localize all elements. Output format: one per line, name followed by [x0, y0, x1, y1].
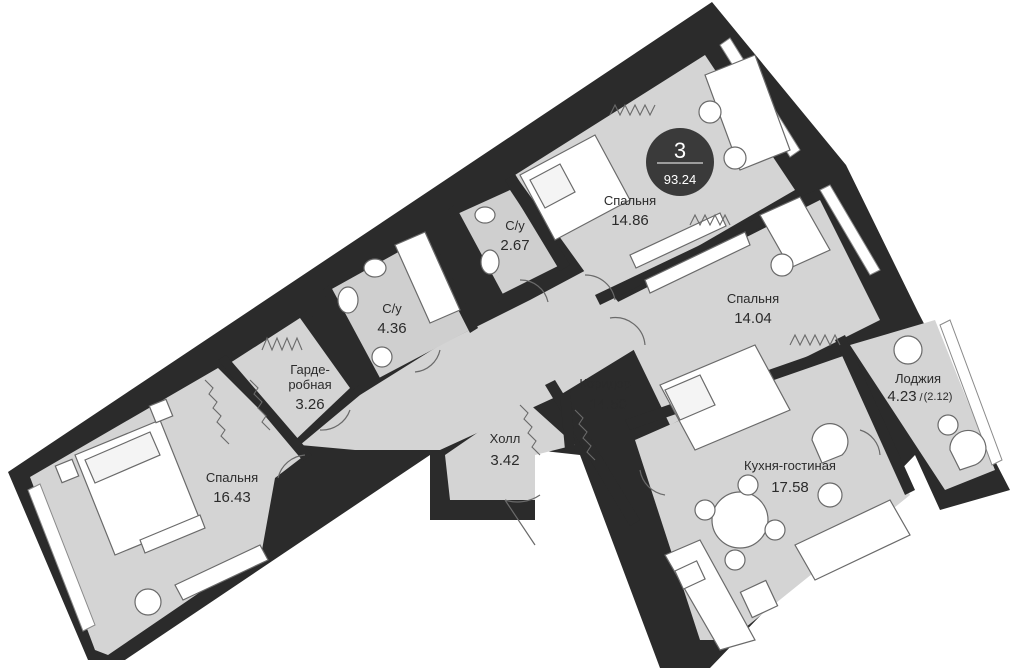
- hanger-rails: [204, 103, 841, 461]
- label-corridor-name: Коридор: [579, 376, 630, 391]
- dining-chair-4: [737, 474, 759, 496]
- label-hall-name: Холл: [490, 431, 521, 446]
- ottoman-left: [134, 588, 162, 616]
- chair-top-2: [723, 146, 747, 170]
- floor-wardrobe: [230, 318, 350, 445]
- label-wardrobe-name-1: Гарде-: [290, 362, 330, 377]
- label-bath-main-area: 4.36: [377, 320, 406, 337]
- badge-circle: [646, 128, 714, 196]
- floor-hall: [445, 400, 575, 500]
- bed-middle: [659, 344, 791, 451]
- shelf-middle: [644, 231, 751, 294]
- desk-middle: [759, 196, 831, 269]
- window-left: [27, 483, 96, 632]
- label-wardrobe-area: 3.26: [295, 396, 324, 413]
- desk-left: [174, 544, 269, 601]
- bed-top: [519, 134, 631, 241]
- label-hall-area: 3.42: [490, 452, 519, 469]
- badge-total-area: 93.24: [664, 172, 697, 187]
- dining-chair-3: [724, 549, 746, 571]
- desk-top: [704, 54, 791, 171]
- apartment-badge: 3 93.24: [646, 128, 714, 196]
- stove: [739, 579, 779, 619]
- dining-chair-1: [694, 499, 716, 521]
- armchair: [811, 423, 849, 464]
- sofa: [794, 499, 911, 581]
- bathtub: [394, 231, 461, 324]
- badge-rooms: 3: [674, 138, 686, 163]
- label-loggia-slash: /: [919, 392, 923, 404]
- toilet-small: [480, 249, 500, 275]
- hangers-hall: [519, 404, 541, 456]
- hangers-left: [204, 379, 230, 445]
- hangers-middle: [789, 333, 841, 347]
- label-bedroom-top-name: Спальня: [604, 193, 656, 208]
- hangers-corridor: [574, 409, 596, 461]
- label-corridor-area: 14.50: [589, 396, 627, 413]
- chair-middle: [770, 253, 794, 277]
- washer-main: [371, 346, 393, 368]
- label-kitchen-living-name: Кухня-гостиная: [744, 458, 836, 473]
- sink-small: [474, 206, 496, 224]
- label-kitchen-living-area: 17.58: [771, 479, 809, 496]
- label-bedroom-left-area: 16.43: [213, 489, 251, 506]
- window-middle: [819, 184, 881, 276]
- window-loggia: [939, 319, 1003, 466]
- hangers-wardrobe-2: [249, 379, 271, 431]
- bed-left: [54, 398, 201, 556]
- bench-left: [139, 514, 206, 554]
- loggia-chair: [949, 429, 987, 471]
- hangers-wardrobe-1: [261, 336, 303, 352]
- hangers-top-2: [689, 213, 731, 227]
- label-bath-small-name: С/у: [505, 218, 525, 233]
- kitchen-sink: [674, 560, 706, 590]
- label-bedroom-middle-area: 14.04: [734, 310, 772, 327]
- toilet-main: [337, 286, 359, 314]
- label-loggia-name: Лоджия: [895, 371, 941, 386]
- label-bedroom-middle-name: Спальня: [727, 291, 779, 306]
- loggia-table: [937, 414, 959, 436]
- label-bedroom-left-name: Спальня: [206, 470, 258, 485]
- loggia-plant: [893, 335, 923, 365]
- dining-chair-2: [764, 519, 786, 541]
- label-bath-small-area: 2.67: [500, 237, 529, 254]
- dining-table: [711, 491, 769, 549]
- hangers-top: [609, 103, 656, 117]
- bench-top: [629, 212, 727, 269]
- side-table: [817, 482, 843, 508]
- label-wardrobe-name-2: робная: [288, 377, 331, 392]
- doors: [277, 274, 881, 546]
- sink-main: [363, 258, 387, 278]
- label-bedroom-top-area: 14.86: [611, 212, 649, 229]
- floor-corridor: [300, 268, 650, 450]
- label-loggia-area-reduced: (2.12): [924, 391, 953, 403]
- label-bath-main-name: С/у: [382, 301, 402, 316]
- label-loggia-area: 4.23: [887, 388, 916, 405]
- chair-top-1: [698, 100, 722, 124]
- furniture: [54, 54, 987, 651]
- room-labels: Спальня 14.86 С/у 2.67 С/у 4.36 Гарде- р…: [206, 193, 953, 506]
